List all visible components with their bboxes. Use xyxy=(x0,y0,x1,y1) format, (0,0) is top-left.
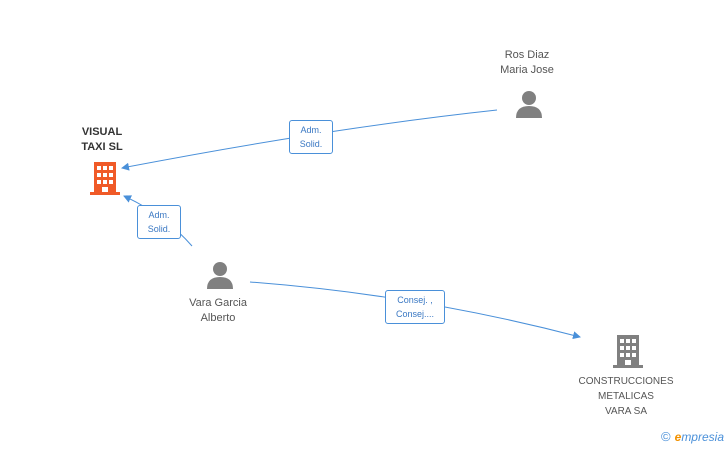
company-visual-taxi-line-2: TAXI SL xyxy=(81,141,123,153)
company-construcciones-line-1: CONSTRUCCIONES xyxy=(578,376,674,387)
edge-label-vara-cons-line-2: Consej.... xyxy=(395,309,435,319)
edge-label-ros-to-visual[interactable]: Adm. Solid. xyxy=(289,120,333,154)
person-ros-diaz-label[interactable]: Ros Diaz Maria Jose xyxy=(477,48,577,78)
empresia-watermark: ©empresia xyxy=(661,429,724,444)
building-icon-main[interactable] xyxy=(89,160,121,196)
edge-label-vara-to-construcciones[interactable]: Consej. , Consej.... xyxy=(385,290,445,324)
company-visual-taxi-label[interactable]: VISUAL TAXI SL xyxy=(62,125,142,155)
copyright-symbol: © xyxy=(661,429,671,444)
person-vara-garcia-label[interactable]: Vara Garcia Alberto xyxy=(168,296,268,326)
person-vara-garcia-line-1: Vara Garcia xyxy=(189,297,247,309)
company-construcciones-label[interactable]: CONSTRUCCIONES METALICAS VARA SA xyxy=(566,374,686,419)
company-construcciones-line-2: METALICAS xyxy=(598,391,654,402)
brand-logo-e: e xyxy=(674,430,682,444)
edge-label-vara-cons-line-1: Consej. , xyxy=(397,295,433,305)
edge-label-vara-visual-line-2: Solid. xyxy=(147,224,171,234)
person-ros-diaz-line-1: Ros Diaz xyxy=(504,49,550,61)
person-icon-vara-garcia[interactable] xyxy=(205,260,235,290)
edge-label-ros-line-2: Solid. xyxy=(299,139,323,149)
edge-label-vara-to-visual[interactable]: Adm. Solid. xyxy=(137,205,181,239)
person-vara-garcia-line-2: Alberto xyxy=(200,312,236,324)
company-visual-taxi-line-1: VISUAL xyxy=(81,126,123,138)
edge-label-ros-line-1: Adm. xyxy=(300,125,322,135)
company-construcciones-line-3: VARA SA xyxy=(604,406,648,417)
edge-label-vara-visual-line-1: Adm. xyxy=(148,210,170,220)
person-icon-ros-diaz[interactable] xyxy=(514,89,544,119)
building-icon-construcciones[interactable] xyxy=(612,333,644,369)
brand-logo-text: mpresia xyxy=(681,430,724,444)
person-ros-diaz-line-2: Maria Jose xyxy=(500,64,554,76)
